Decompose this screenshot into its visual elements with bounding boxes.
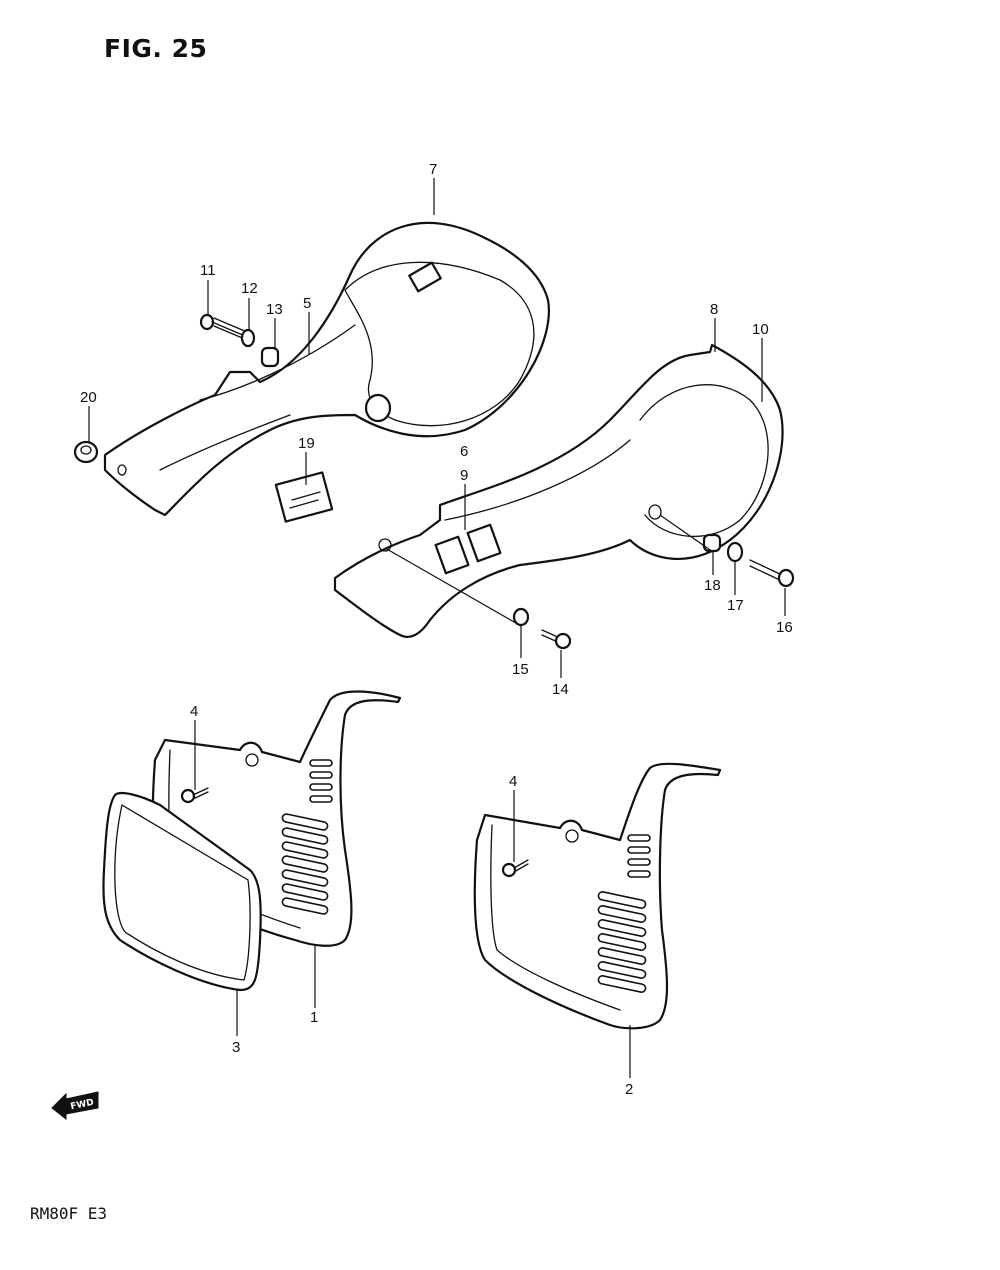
figure-title: FIG. 25 bbox=[104, 34, 208, 63]
callout-15: 15 bbox=[512, 661, 529, 678]
fwd-label: FWD bbox=[70, 1098, 95, 1113]
number-plate-2 bbox=[473, 762, 722, 1030]
leader-lines bbox=[88, 178, 786, 1078]
callout-numbers: 7 11 12 13 5 20 19 8 10 6 9 18 17 16 15 … bbox=[80, 161, 793, 1098]
washer-17 bbox=[726, 541, 744, 563]
callout-9: 9 bbox=[460, 467, 468, 484]
callout-13: 13 bbox=[266, 301, 283, 318]
callout-12: 12 bbox=[241, 280, 258, 297]
bolt-16 bbox=[749, 559, 795, 588]
callout-18: 18 bbox=[704, 577, 721, 594]
number-plate-2-vents bbox=[597, 834, 651, 993]
callout-14: 14 bbox=[552, 681, 569, 698]
screw-4-right bbox=[501, 859, 529, 878]
callout-4-right: 4 bbox=[509, 773, 517, 790]
collar-18 bbox=[702, 533, 722, 553]
callout-4-left: 4 bbox=[190, 703, 198, 720]
callout-10: 10 bbox=[752, 321, 769, 338]
callout-11: 11 bbox=[200, 262, 216, 279]
collar-13 bbox=[260, 346, 280, 368]
callout-17: 17 bbox=[727, 597, 744, 614]
gasket-3 bbox=[102, 791, 262, 992]
fwd-arrow-icon: FWD bbox=[51, 1091, 99, 1121]
left-side-cover bbox=[103, 221, 550, 517]
right-side-cover bbox=[333, 343, 784, 638]
washer-12 bbox=[240, 328, 256, 348]
callout-19: 19 bbox=[298, 435, 315, 452]
number-plate-1-vents bbox=[281, 759, 333, 915]
screw-14 bbox=[541, 629, 572, 650]
bolt-11 bbox=[199, 313, 248, 341]
callout-3: 3 bbox=[232, 1039, 240, 1056]
callout-2: 2 bbox=[625, 1081, 633, 1098]
caution-label-19 bbox=[274, 471, 334, 523]
screw-4-left bbox=[180, 787, 209, 804]
callout-7: 7 bbox=[429, 161, 437, 178]
callout-6: 6 bbox=[460, 443, 468, 460]
callout-20: 20 bbox=[80, 389, 97, 406]
model-code: RM80F E3 bbox=[30, 1204, 108, 1223]
callout-5: 5 bbox=[303, 295, 311, 312]
callout-1: 1 bbox=[310, 1009, 318, 1026]
callout-8: 8 bbox=[710, 301, 718, 318]
callout-16: 16 bbox=[776, 619, 793, 636]
grommet-20 bbox=[73, 440, 99, 464]
washer-15 bbox=[512, 607, 530, 627]
